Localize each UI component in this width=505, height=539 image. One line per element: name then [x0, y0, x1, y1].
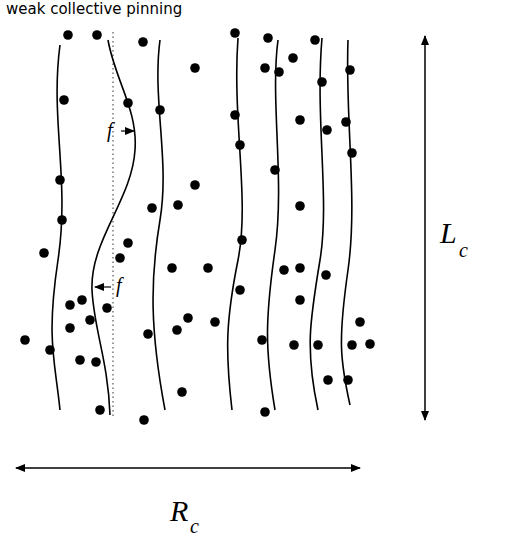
length-arrow: [424, 36, 426, 420]
length-symbol: L: [440, 218, 457, 248]
vortex-lines: [52, 38, 352, 415]
width-subscript: c: [190, 516, 199, 536]
force-label: f: [107, 120, 113, 140]
length-subscript: c: [459, 240, 468, 260]
pinning-centers: [20, 28, 375, 425]
width-symbol: R: [170, 496, 188, 526]
reference-line: [112, 32, 113, 418]
force-arrow: [121, 130, 134, 131]
force-arrow: [95, 286, 111, 287]
width-arrow: [16, 467, 360, 469]
diagram-title: weak collective pinning: [6, 2, 182, 17]
force-label: f: [116, 275, 122, 295]
